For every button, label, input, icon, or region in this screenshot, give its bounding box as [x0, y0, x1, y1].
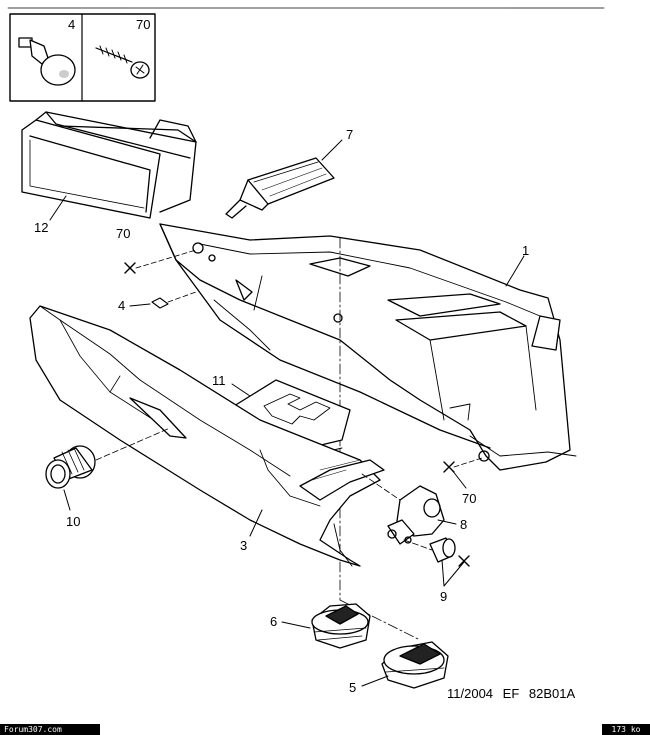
knob-part-6 — [311, 603, 371, 649]
callout-70-lower: 70 — [462, 491, 477, 506]
lid-part-3 — [29, 305, 385, 567]
leader-1 — [505, 255, 525, 287]
leader-5 — [361, 675, 389, 687]
reference-date: 11/2004 — [447, 686, 494, 701]
callout-5: 5 — [349, 680, 357, 695]
latch-part-8 — [387, 485, 445, 545]
inset-label-4: 4 — [68, 17, 76, 32]
housing-part-1 — [159, 223, 577, 471]
screw-icon — [95, 45, 150, 79]
leader-6 — [281, 621, 311, 629]
lock-part-10 — [45, 445, 96, 489]
leader-4 — [129, 303, 151, 307]
screw-marker-70a — [124, 262, 136, 274]
callout-10: 10 — [66, 514, 81, 529]
knob-part-5 — [381, 641, 449, 689]
reference-code: EF 82B01A — [502, 686, 576, 701]
pin-part-9 — [429, 537, 470, 567]
callout-6: 6 — [270, 614, 278, 629]
callout-12: 12 — [34, 220, 49, 235]
diagram-reference: 11/2004 EF 82B01A — [447, 686, 575, 701]
callout-70-upper: 70 — [116, 226, 131, 241]
buffer-icon — [18, 37, 76, 86]
tray-part-12 — [21, 111, 197, 219]
leader-10 — [63, 489, 71, 511]
leader-12 — [49, 195, 67, 221]
callout-1: 1 — [522, 243, 530, 258]
footer-size-label: 173 ko — [602, 724, 650, 735]
leader-70b — [451, 469, 467, 489]
leader-7 — [321, 139, 343, 161]
leader-9 — [441, 559, 465, 587]
callout-9: 9 — [440, 589, 448, 604]
callout-8: 8 — [460, 517, 468, 532]
callout-7: 7 — [346, 127, 354, 142]
leader-3 — [249, 509, 263, 537]
buffer-part-4 — [151, 297, 169, 309]
leader-8 — [437, 519, 457, 525]
callout-11: 11 — [212, 373, 226, 388]
footer-source-label: Forum307.com — [0, 724, 100, 735]
callout-4: 4 — [118, 298, 126, 313]
leader-11 — [231, 383, 251, 397]
inset-label-70: 70 — [136, 17, 151, 32]
callout-3: 3 — [240, 538, 248, 553]
parts-inset-box — [9, 13, 156, 102]
lamp-part-7 — [225, 157, 335, 219]
